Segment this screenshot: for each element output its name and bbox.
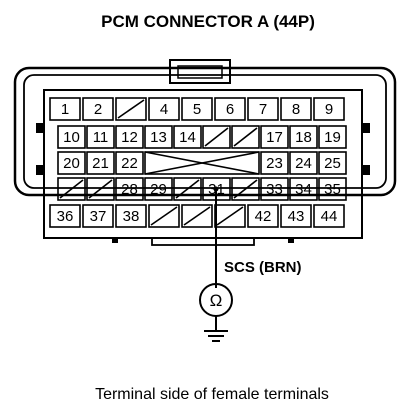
pin-cell [280, 97, 312, 121]
pin-label: 5 [193, 101, 201, 118]
pin-cell [148, 97, 180, 121]
pin-label: 17 [266, 129, 283, 146]
pin-cell [115, 204, 147, 228]
pin-cell [82, 97, 114, 121]
pin-label: 36 [57, 208, 74, 225]
pin-grid: 1 2 4 5 6 7 8 9 10 11 12 13 [49, 97, 347, 228]
pin-label: 42 [255, 208, 272, 225]
pin-label: 10 [63, 129, 80, 146]
pin-label: 35 [324, 181, 341, 198]
pin-cell [49, 97, 81, 121]
pin-label: 44 [321, 208, 338, 225]
pin-cell [115, 177, 144, 201]
pin-cell-unused [173, 177, 202, 201]
pin-cell [173, 125, 202, 149]
pin-cell [318, 177, 347, 201]
pin-cell-unused [231, 125, 260, 149]
pin-cell [289, 151, 318, 175]
pin-label: 28 [121, 181, 138, 198]
blocked-area [144, 151, 260, 175]
pin-cell [181, 97, 213, 121]
pin-cell [86, 125, 115, 149]
pin-cell [289, 125, 318, 149]
ohm-symbol: Ω [210, 291, 223, 310]
pin-row-4: 28 29 31 33 34 35 [57, 177, 347, 201]
pin-cell [144, 125, 173, 149]
pin-label: 1 [61, 101, 69, 118]
diagram-caption: Terminal side of female terminals [95, 386, 329, 403]
pin-cell [318, 125, 347, 149]
pin-label: 8 [292, 101, 300, 118]
pin-label: 37 [90, 208, 107, 225]
ground-icon [204, 316, 228, 342]
pin-cell [57, 151, 86, 175]
pin-label: 38 [123, 208, 140, 225]
pin-label: 18 [295, 129, 312, 146]
pin-label: 34 [295, 181, 312, 198]
pin-cell [289, 177, 318, 201]
pin-label: 7 [259, 101, 267, 118]
pin-cell-unused [202, 125, 231, 149]
pin-label: 43 [288, 208, 305, 225]
pin-label: 12 [121, 129, 138, 146]
pin-cell [260, 125, 289, 149]
pin-label: 6 [226, 101, 234, 118]
pin-label: 13 [150, 129, 167, 146]
pin-label: 23 [266, 155, 283, 172]
probe-point [213, 186, 219, 192]
pin-cell [144, 177, 173, 201]
pin-cell [49, 204, 81, 228]
pin-cell [57, 125, 86, 149]
pin-label: 29 [150, 181, 167, 198]
connector-housing [13, 59, 397, 246]
pin-label: 25 [324, 155, 341, 172]
pin-cell-unused [57, 177, 86, 201]
pin-row-3: 20 21 22 23 24 25 [57, 151, 347, 175]
pin-cell [115, 125, 144, 149]
pin-cell [280, 204, 312, 228]
pin-cell-unused [231, 177, 260, 201]
pin-row-2: 10 11 12 13 14 17 18 19 [57, 125, 347, 149]
pin-label: 14 [179, 129, 196, 146]
pin-label: 9 [325, 101, 333, 118]
pin-cell [260, 177, 289, 201]
pin-cell-unused [148, 204, 180, 228]
pin-cell [86, 151, 115, 175]
pin-label: 33 [266, 181, 283, 198]
pin-cell [313, 204, 345, 228]
pin-label: 2 [94, 101, 102, 118]
pin-cell-unused [181, 204, 213, 228]
pin-cell [247, 204, 279, 228]
pin-label: 20 [63, 155, 80, 172]
ohmmeter-icon: Ω [199, 283, 233, 317]
pin-label: 11 [93, 129, 109, 146]
pin-cell [260, 151, 289, 175]
pin-cell [313, 97, 345, 121]
signal-label: SCS (BRN) [224, 259, 302, 276]
pin-label: 21 [92, 155, 109, 172]
pin-cell [318, 151, 347, 175]
pin-cell [247, 97, 279, 121]
pin-cell-unused [115, 97, 147, 121]
pin-row-5: 36 37 38 42 43 44 [49, 204, 345, 228]
pin-label: 24 [295, 155, 312, 172]
pin-cell [115, 151, 144, 175]
pin-cell [214, 97, 246, 121]
pin-label: 19 [324, 129, 341, 146]
pin-row-1: 1 2 4 5 6 7 8 9 [49, 97, 345, 121]
pin-cell-unused [86, 177, 115, 201]
pin-label: 4 [160, 101, 168, 118]
pin-label: 22 [121, 155, 138, 172]
pin-cell [82, 204, 114, 228]
diagram-title: PCM CONNECTOR A (44P) [101, 12, 315, 31]
